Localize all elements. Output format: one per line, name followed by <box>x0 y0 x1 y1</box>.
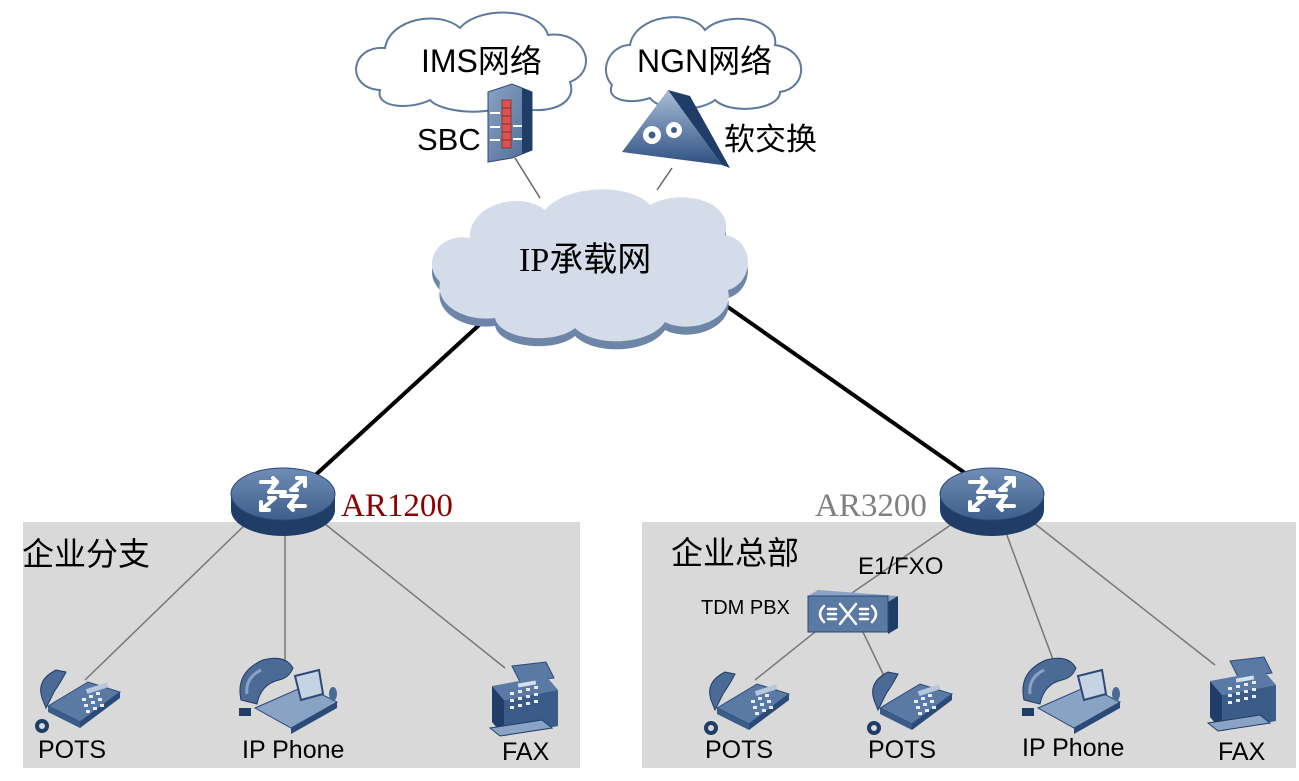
sbc-firewall-icon <box>487 83 533 163</box>
hq-pots-label-2: POTS <box>868 736 937 764</box>
ar3200-label: AR3200 <box>815 488 927 524</box>
softswitch-label: 软交换 <box>724 122 817 157</box>
link-pbx-pots2 <box>861 629 886 679</box>
link-ar1200-ipnet <box>308 313 492 482</box>
tdm-pbx-icon <box>807 590 898 634</box>
link-ar3200-ipnet <box>723 303 977 482</box>
sbc-label: SBC <box>417 122 481 157</box>
link-pbx-pots1 <box>754 627 821 681</box>
branch-pots-label: POTS <box>38 736 107 764</box>
link-sbc-ipnet <box>514 157 541 199</box>
ar1200-router-icon <box>229 466 337 538</box>
branch-fax-label: FAX <box>502 738 550 766</box>
link-ar1200-fax <box>319 519 506 669</box>
hq-ip-phone-label: IP Phone <box>1022 734 1125 762</box>
ims-cloud <box>355 11 587 113</box>
ar3200-router-icon <box>938 466 1046 538</box>
ar1200-label: AR1200 <box>341 488 453 524</box>
hq-fax-label: FAX <box>1218 738 1266 766</box>
hq-pots-label-1: POTS <box>705 736 774 764</box>
ims-cloud-label: IMS网络 <box>421 43 542 79</box>
ip-bearer-cloud <box>431 189 748 350</box>
link-ar3200-fax <box>1029 519 1216 666</box>
softswitch-icon <box>622 90 730 168</box>
link-ar1200-pots <box>84 519 251 681</box>
link-ar3200-ipphone <box>1004 529 1056 666</box>
ip-bearer-cloud-label: IP承载网 <box>519 242 652 279</box>
branch-site-title: 企业分支 <box>22 536 151 572</box>
e1-fxo-label: E1/FXO <box>858 553 944 580</box>
branch-ip-phone-label: IP Phone <box>242 736 345 764</box>
link-softswitch-ipnet <box>656 167 673 191</box>
hq-site-title: 企业总部 <box>671 535 800 571</box>
ngn-cloud-label: NGN网络 <box>637 43 773 79</box>
tdm-pbx-label: TDM PBX <box>701 597 790 619</box>
